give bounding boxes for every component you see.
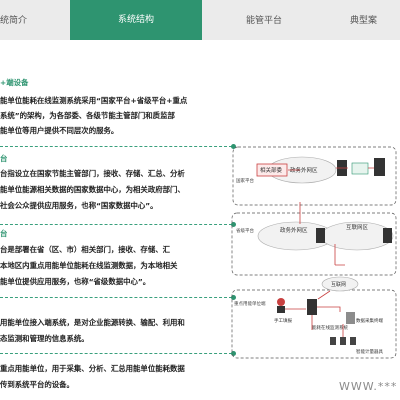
section-text: 社会公众提供应用服务，也称“国家数据中心”。 [0,201,158,210]
server-icon [337,160,347,176]
cloud-shape [257,221,335,251]
tab-intro[interactable]: 统简介 [0,16,28,26]
tab-energy-platform[interactable]: 能管平台 [246,16,283,26]
divider-dot [231,295,236,300]
meter-icon [350,337,356,345]
internet-cloud [321,276,359,292]
section-divider [0,353,232,354]
person-icon [277,298,285,306]
section-divider [0,297,232,298]
cloud-shape [267,156,337,184]
meter-icon [340,337,346,345]
section-text: 能单位能耗在线监测系统采用“国家平台+省级平台+重点 [0,96,188,105]
server-icon [383,228,392,243]
section-text: 台是部署在省（区、市）相关部门，接收、存储、汇 [0,245,170,254]
section-heading: +端设备 [0,78,29,87]
section-text: 传到系统平台的设备。 [0,380,74,389]
person-body [277,306,285,313]
divider-dot [231,144,236,149]
section-text: 能单位等用户提供不同层次的服务。 [0,126,119,135]
section-divider [0,224,232,225]
related-depts-box [256,163,288,177]
section-text: 系统”的架构，为各部委、各级节能主管部门和质监部 [0,111,175,120]
monitor-icon [351,162,369,175]
national-platform-box [232,146,397,206]
section-heading: 台 [0,154,8,163]
internet-zone-label: 互联网区 [346,223,369,231]
gov-cloud-1-label: 政务外网区 [290,166,318,174]
internet-label: 互联网 [331,281,346,288]
national-platform-label: 国家平台 [236,177,254,184]
cloud-shape [320,221,394,251]
divider-dot [231,222,236,227]
server-icon [316,228,325,243]
provincial-platform-label: 省级平台 [236,227,254,234]
enterprise-side-label: 重点用能单位端 [234,300,266,307]
enterprise-box [231,289,397,359]
section-text: 能单位提供应用服务，也称“省级数据中心”。 [0,277,151,286]
server-icon [307,299,317,315]
tab-typical-cases[interactable]: 典型案 [350,16,378,26]
server-icon [374,158,385,176]
tab-system-structure[interactable]: 系统结构 [70,0,202,40]
section-text: 本地区内重点用能单位能耗在线监测数据，为本地相关 [0,261,178,270]
section-text: 能单位能源相关数据的国家数据中心，为相关政府部门、 [0,185,185,194]
tab-bar: 统简介 系统结构 能管平台 典型案 [0,0,400,40]
section-text: 台指设立在国家节能主管部门，接收、存储、汇总、分析 [0,169,185,178]
gov-cloud-2-label: 政务外网区 [280,226,308,234]
collector-icon [346,312,355,324]
hand-entry-label: 手工填报 [274,317,292,324]
section-text: 重点用能单位，用于采集、分析、汇总用能单位能耗数据 [0,364,185,373]
smart-meter-label: 智能计量器具 [356,348,383,355]
section-text: 态监测和管理的信息系统。 [0,334,89,343]
related-depts-label: 相关部委 [260,166,283,174]
watermark: WWW.*** [339,380,398,393]
section-divider [0,146,232,147]
online-system-label: 能耗在线监测系统 [312,324,348,331]
divider-dot [231,351,236,356]
section-heading: 台 [0,229,8,238]
provincial-platform-box [231,212,397,276]
section-text: 用能单位接入端系统，是对企业能源转换、输配、利用和 [0,318,185,327]
data-collector-label: 数据采集终端 [356,317,383,324]
meter-icon [330,337,336,345]
